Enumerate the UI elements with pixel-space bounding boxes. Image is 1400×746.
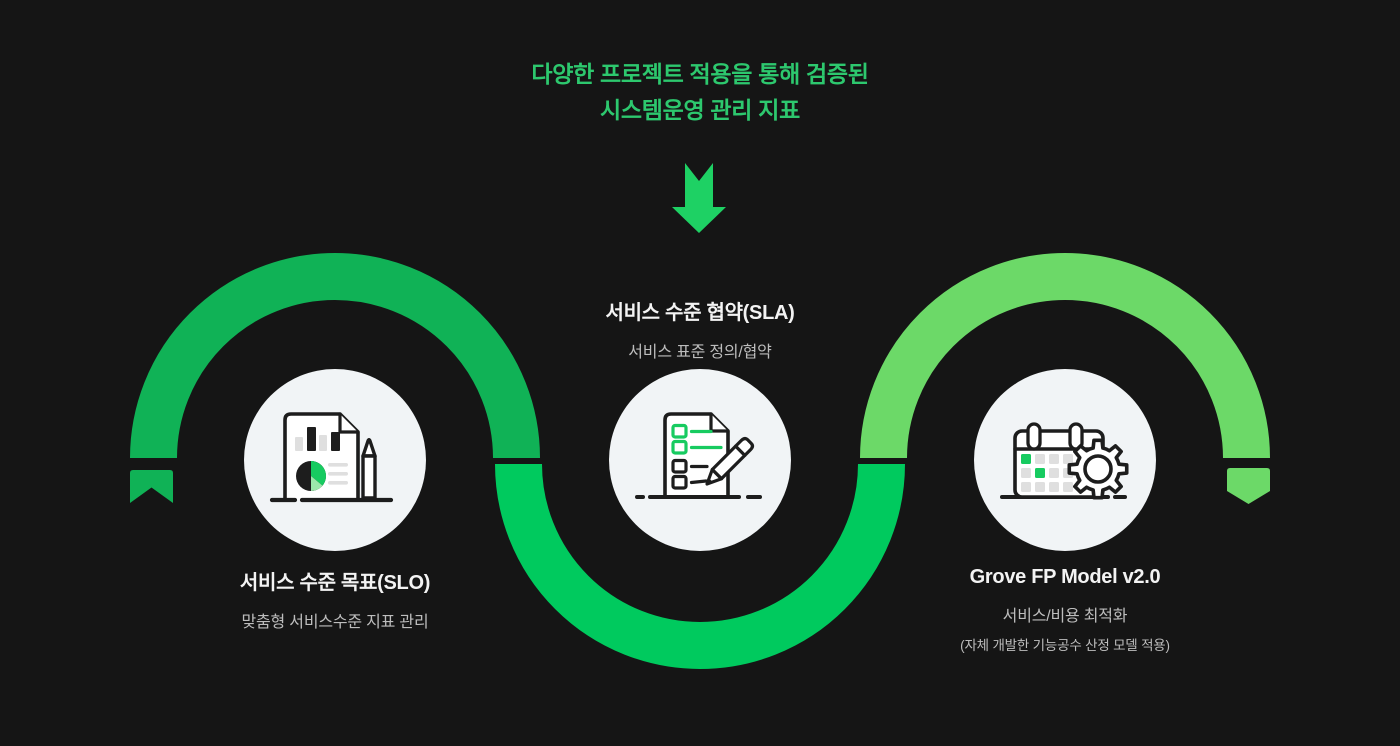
pencil-eraser xyxy=(734,436,755,457)
text-line-1 xyxy=(328,463,348,467)
node-fp-text: Grove FP Model v2.0 서비스/비용 최적화 (자체 개발한 기… xyxy=(855,566,1275,654)
pencil-point xyxy=(707,478,713,484)
down-arrow-icon xyxy=(672,163,726,233)
pencil-body xyxy=(361,454,377,500)
node-sla-subtitle: 서비스 표준 정의/협약 xyxy=(628,344,772,361)
day-gray xyxy=(1063,454,1073,464)
document-fold xyxy=(338,412,360,434)
bar-gray-1 xyxy=(295,437,303,451)
day-gray xyxy=(1063,482,1073,492)
bar-gray-2 xyxy=(319,435,327,451)
day-gray xyxy=(1049,468,1059,478)
bar-dark-2 xyxy=(331,432,340,451)
pie-slice-pale xyxy=(311,476,323,491)
report-chart-document-icon xyxy=(269,412,394,503)
day-gray xyxy=(1021,468,1031,478)
ribbon-tail-left-bookmark xyxy=(130,470,173,503)
down-arrow-shape xyxy=(672,163,726,233)
node-slo-subtitle: 맞춤형 서비스수준 지표 관리 xyxy=(241,614,429,631)
node-fp-title: Grove FP Model v2.0 xyxy=(969,566,1161,588)
node-sla-text: 서비스 수준 협약(SLA) 서비스 표준 정의/협약 xyxy=(490,296,910,362)
headline: 다양한 프로젝트 적용을 통해 검증된 시스템운영 관리 지표 xyxy=(0,56,1400,128)
day-green-2 xyxy=(1035,468,1045,478)
list-line-dark-2 xyxy=(689,479,708,485)
calendar-gear-icon xyxy=(1000,422,1129,500)
headline-line-2: 시스템운영 관리 지표 xyxy=(600,97,800,123)
checkbox-dark-2 xyxy=(671,474,688,490)
ribbon-arc-right xyxy=(860,253,1270,459)
node-slo-circle xyxy=(244,369,426,551)
bar-dark-1 xyxy=(307,427,316,451)
pie-slice-green xyxy=(311,461,326,486)
node-sla-circle xyxy=(609,369,791,551)
day-gray xyxy=(1035,482,1045,492)
day-green-1 xyxy=(1021,454,1031,464)
node-fp-circle xyxy=(974,369,1156,551)
day-gray xyxy=(1049,454,1059,464)
headline-line-1: 다양한 프로젝트 적용을 통해 검증된 xyxy=(531,61,869,87)
checkbox-green-2 xyxy=(671,439,688,455)
ribbon-tail-right-point xyxy=(1227,468,1270,504)
pencil xyxy=(705,436,755,486)
node-fp-subtitle: 서비스/비용 최적화 xyxy=(1002,608,1128,625)
gear-hole xyxy=(1083,454,1113,484)
pencil-tip xyxy=(361,438,377,458)
text-line-2 xyxy=(328,472,348,476)
day-gray xyxy=(1021,482,1031,492)
document-fold xyxy=(709,412,730,433)
node-slo-title: 서비스 수준 목표(SLO) xyxy=(239,572,431,594)
ribbon-arc-middle xyxy=(495,463,905,669)
checkbox-dark-1 xyxy=(671,458,688,474)
ribbon-arc-left xyxy=(130,253,540,459)
node-sla-title: 서비스 수준 협약(SLA) xyxy=(605,302,795,324)
node-fp-note: (자체 개발한 기능공수 산정 모델 적용) xyxy=(960,638,1170,653)
checklist-pencil-icon xyxy=(635,412,762,499)
calendar-ring-left xyxy=(1026,422,1042,451)
node-slo-text: 서비스 수준 목표(SLO) 맞춤형 서비스수준 지표 관리 xyxy=(125,566,545,632)
checkbox-green-1 xyxy=(671,423,688,439)
text-line-3 xyxy=(328,481,348,485)
gear xyxy=(1067,438,1129,500)
day-gray xyxy=(1035,454,1045,464)
day-gray xyxy=(1049,482,1059,492)
